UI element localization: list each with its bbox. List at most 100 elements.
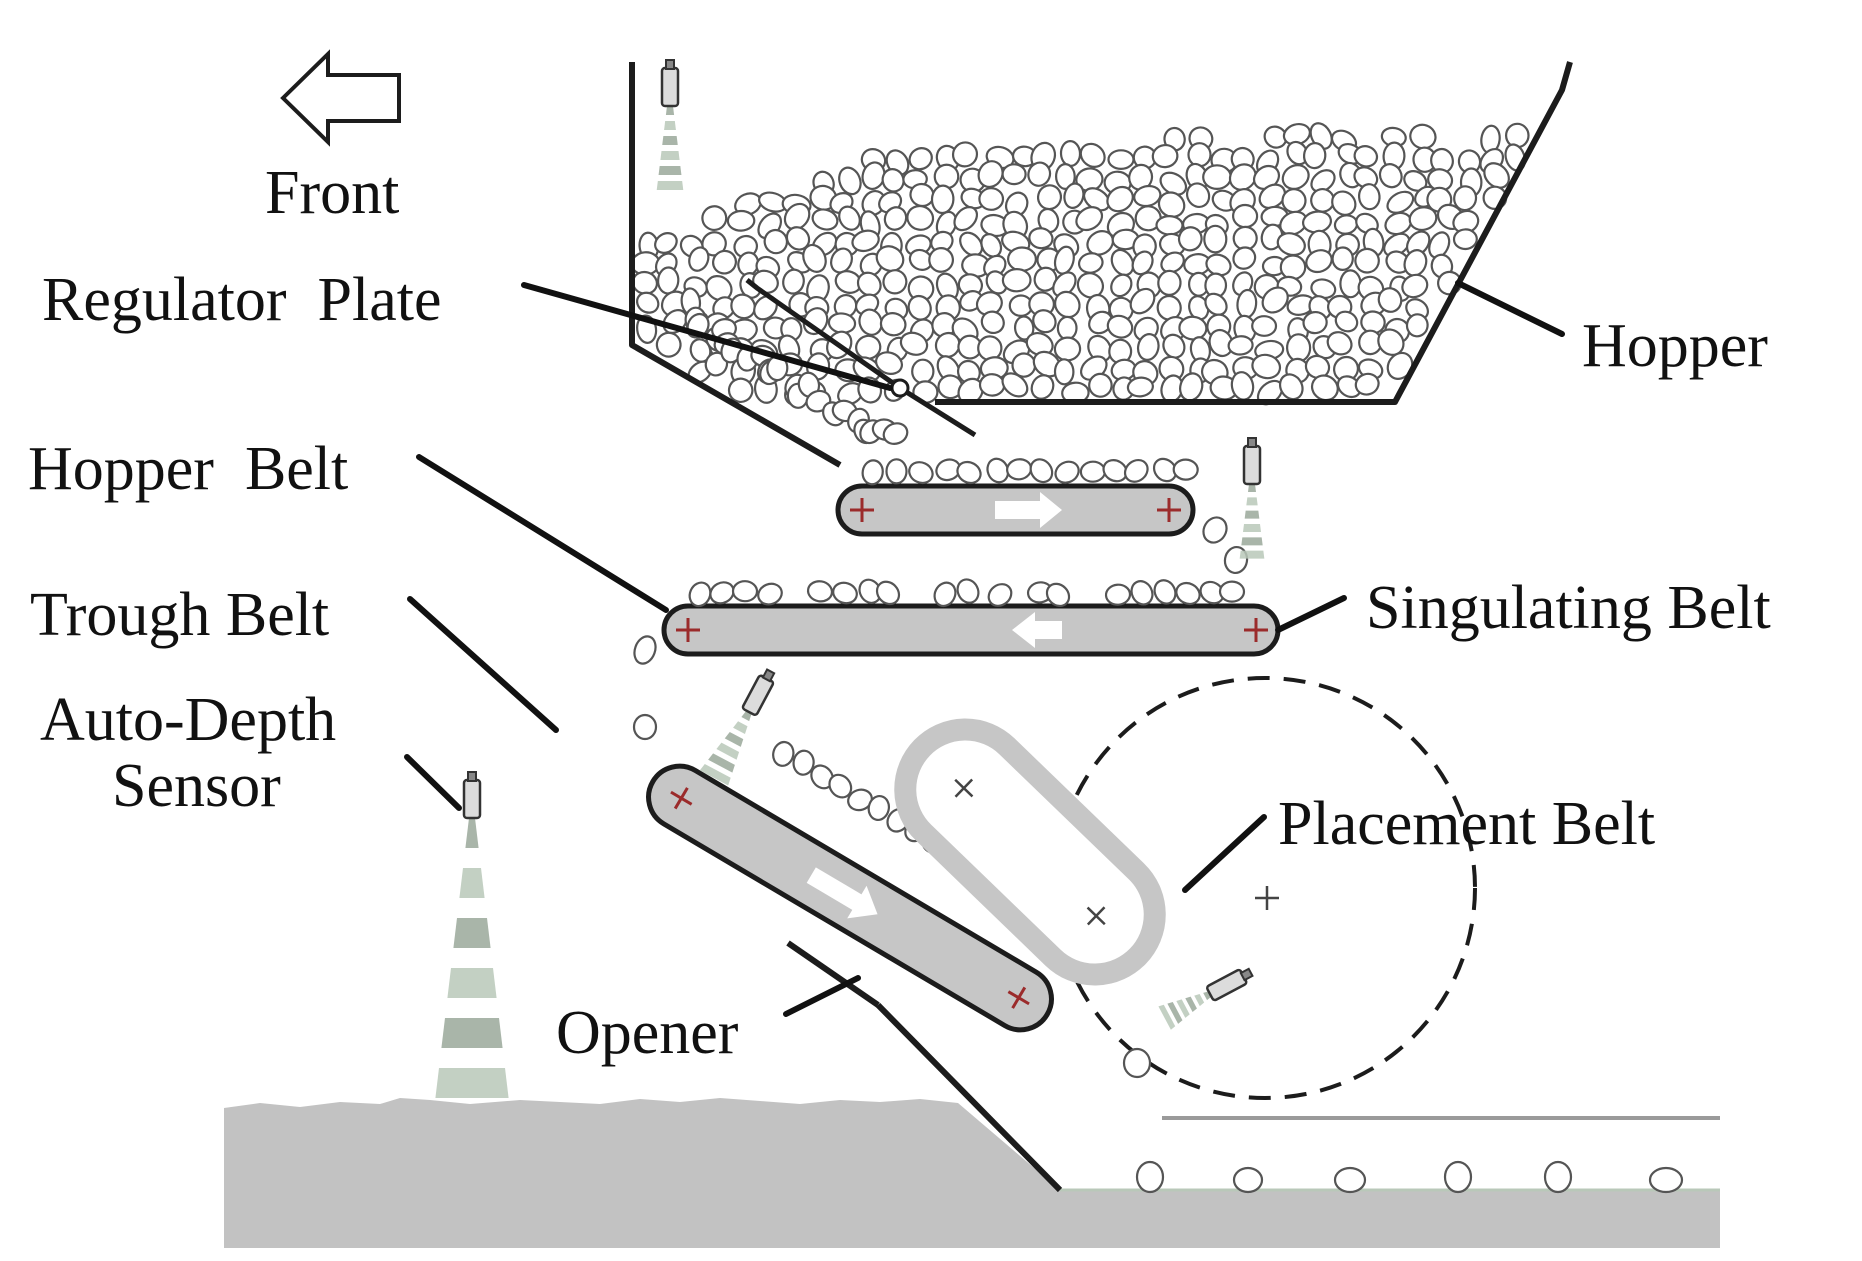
hopper-seed <box>1302 310 1328 335</box>
belt-seed <box>731 580 759 603</box>
trough-sensor-icon <box>699 668 776 786</box>
hopper-seed <box>1079 142 1106 168</box>
hopper-seed <box>953 206 979 232</box>
hopper-seed <box>1334 310 1359 333</box>
hopper-seed <box>1353 166 1379 189</box>
hopper-seed <box>712 249 737 275</box>
hopper-seed <box>1110 273 1133 298</box>
belt-seed <box>867 794 891 822</box>
hopper-seed <box>1408 206 1438 232</box>
seed-drop-sensor-icon <box>1158 967 1254 1030</box>
belt-seed <box>772 740 795 767</box>
hopper-seed <box>874 351 904 375</box>
label-auto-depth-sensor-line1: Auto-Depth <box>40 686 336 754</box>
hopper-seed <box>1326 331 1353 356</box>
hopper-seed <box>1302 142 1327 170</box>
hopper-seed <box>1106 185 1134 213</box>
hopper-seed <box>1053 290 1081 319</box>
hopper-seed <box>1409 123 1437 150</box>
placement-roller-mark <box>1086 906 1106 926</box>
hopper-seed <box>1281 164 1310 190</box>
belt-seed <box>792 749 815 776</box>
belt-seed <box>709 581 735 605</box>
hopper-seed <box>1053 358 1075 386</box>
auto-depth-sensor-icon <box>435 771 509 1098</box>
belt-seed <box>1199 580 1225 605</box>
hopper-seed <box>978 373 1006 397</box>
belt-seed <box>847 788 873 812</box>
label-placement-belt: Placement Belt <box>1278 790 1655 858</box>
hopper-seed <box>1281 188 1307 214</box>
hopper-seed <box>1001 163 1027 186</box>
hopper-seed <box>908 147 933 171</box>
hopper-seed <box>730 293 756 320</box>
hopper-seed <box>1258 183 1287 210</box>
belt-seed <box>1054 460 1080 484</box>
hopper-seed <box>933 163 960 190</box>
hopper-seed <box>928 246 954 273</box>
hopper-seed <box>1261 286 1289 314</box>
hopper-seed <box>1353 145 1379 168</box>
hopper-seed <box>1278 373 1304 401</box>
hopper-seed <box>856 271 882 297</box>
hopper-seed <box>934 331 961 359</box>
hopper-seed <box>1088 372 1113 398</box>
down-right-arrow-icon <box>806 867 878 919</box>
hopper-seed <box>1304 354 1331 379</box>
hopper-seed <box>1077 252 1104 274</box>
hopper-seed <box>1203 224 1228 254</box>
hopper-seed <box>1177 226 1203 252</box>
left-outline-arrow-icon <box>280 49 401 147</box>
belt-seed <box>956 460 982 485</box>
belt-seed <box>757 582 783 606</box>
hopper-seed <box>1027 161 1052 187</box>
leader-placement-belt <box>1182 814 1267 893</box>
singulating-belt-seeds <box>632 578 1246 741</box>
placement-roller-mark <box>954 778 974 798</box>
hopper-seed <box>1178 315 1208 341</box>
hopper-seed <box>1106 314 1134 339</box>
label-hopper-belt: Hopper Belt <box>28 435 348 503</box>
hopper-seed <box>1155 214 1184 236</box>
hopper-seed <box>838 166 862 196</box>
hopper-seed <box>881 168 905 193</box>
hopper-seed <box>1204 292 1228 316</box>
hopper-seed <box>1030 374 1055 400</box>
hopper-seed <box>1129 287 1156 315</box>
hopper-belt-sensor-icon <box>1239 437 1265 559</box>
belt-seed <box>688 581 712 608</box>
placement-belt <box>894 676 1477 1100</box>
hopper-seed <box>1075 206 1104 232</box>
hopper-seed <box>1131 250 1154 276</box>
hopper-seed <box>980 310 1005 335</box>
opener <box>786 940 1063 1193</box>
hopper-seed <box>1053 336 1082 362</box>
hopper-seed <box>1076 272 1105 299</box>
roller-mark <box>670 787 693 810</box>
roller-mark <box>850 498 874 522</box>
planted-seed <box>1232 1166 1264 1194</box>
hopper-seed <box>1028 227 1054 250</box>
hopper-seed <box>1310 374 1339 402</box>
hopper-seed <box>654 232 678 254</box>
hopper-seed <box>1157 269 1182 296</box>
planted-seeds <box>1135 1160 1684 1194</box>
hopper-seed <box>1151 143 1179 169</box>
hopper-seed <box>701 205 728 232</box>
hopper-seed <box>1136 333 1160 361</box>
hopper-seed <box>1228 163 1257 191</box>
hopper-seed <box>1483 162 1510 189</box>
label-auto-depth-sensor-line2: Sensor <box>112 752 281 820</box>
belt-seed <box>1079 460 1106 483</box>
belt-seed <box>1123 458 1149 483</box>
hopper-seed <box>1063 182 1085 209</box>
belt-seed <box>1130 580 1154 606</box>
hopper-seed <box>727 377 754 404</box>
hopper-seed <box>1160 251 1185 274</box>
hopper-seed <box>875 245 905 272</box>
hopper-seed <box>930 184 955 215</box>
hopper-seed <box>1162 333 1186 359</box>
hopper-seed <box>838 205 861 231</box>
hopper-seed <box>656 266 680 295</box>
